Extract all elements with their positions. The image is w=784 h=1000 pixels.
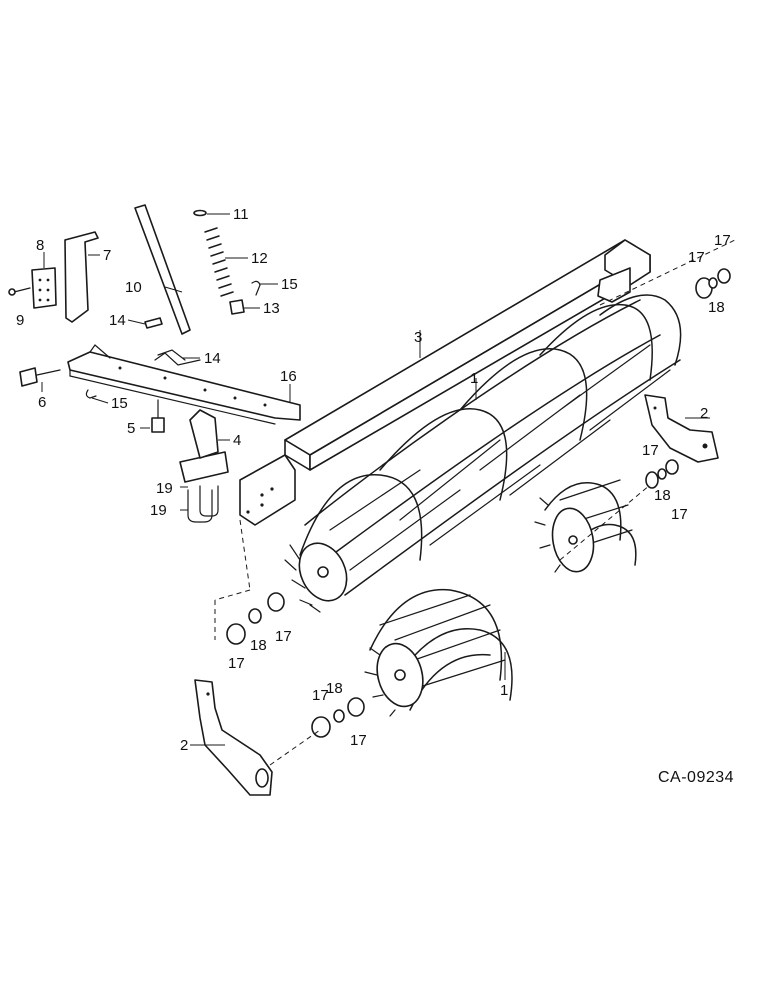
callout-19-a: 19 xyxy=(156,480,173,497)
callout-17-l1: 17 xyxy=(228,655,245,672)
bearings xyxy=(226,268,731,738)
leader-lines xyxy=(41,213,736,766)
callout-15-a: 15 xyxy=(281,276,298,293)
callout-9: 9 xyxy=(16,312,24,329)
callout-18-l: 18 xyxy=(250,637,267,654)
callout-17-r2: 17 xyxy=(714,232,731,249)
end-bracket-right xyxy=(644,394,719,463)
callout-15-b: 15 xyxy=(111,395,128,412)
callout-17-m2: 17 xyxy=(671,506,688,523)
callout-7: 7 xyxy=(103,247,111,264)
callout-1-lower: 1 xyxy=(500,682,508,699)
callout-8: 8 xyxy=(36,237,44,254)
callout-6: 6 xyxy=(38,394,46,411)
packer-drum-small-right xyxy=(534,479,637,573)
callout-18-m: 18 xyxy=(654,487,671,504)
callout-4: 4 xyxy=(233,432,241,449)
callout-16: 16 xyxy=(280,368,297,385)
packer-drum-lower xyxy=(364,588,513,717)
small-parts xyxy=(8,204,261,523)
callout-10: 10 xyxy=(125,279,142,296)
callout-17-l2: 17 xyxy=(275,628,292,645)
callout-14-b: 14 xyxy=(204,350,221,367)
callout-1-main: 1 xyxy=(470,370,478,387)
callout-17-r1: 17 xyxy=(688,249,705,266)
callout-12: 12 xyxy=(251,250,268,267)
callout-2-right: 2 xyxy=(700,405,708,422)
callout-17-b2: 17 xyxy=(350,732,367,749)
callout-17-m1: 17 xyxy=(642,442,659,459)
packer-drum-main xyxy=(284,294,682,613)
drawing-code: CA-09234 xyxy=(658,769,734,786)
frame-beam xyxy=(239,239,651,526)
callout-2-left: 2 xyxy=(180,737,188,754)
end-bracket-left xyxy=(194,679,273,796)
callouts: 1 1 2 2 3 4 5 6 7 8 9 10 11 12 13 14 14 … xyxy=(16,206,734,786)
callout-18-b: 18 xyxy=(326,680,343,697)
callout-19-b: 19 xyxy=(150,502,167,519)
callout-11: 11 xyxy=(233,206,249,223)
callout-5: 5 xyxy=(127,420,135,437)
callout-14-a: 14 xyxy=(109,312,126,329)
callout-3: 3 xyxy=(414,329,422,346)
callout-13: 13 xyxy=(263,300,280,317)
callout-17-b1: 17 xyxy=(312,687,329,704)
hitch-bar xyxy=(67,344,301,425)
callout-18-r: 18 xyxy=(708,299,725,316)
